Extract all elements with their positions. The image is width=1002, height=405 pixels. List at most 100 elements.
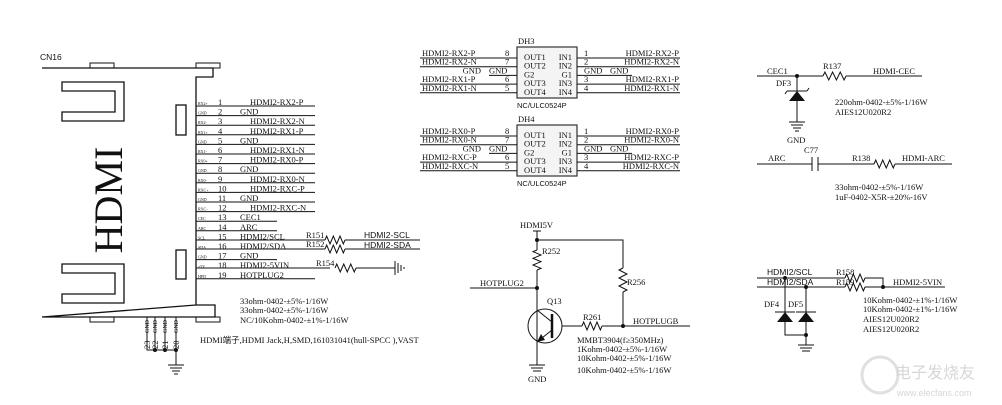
connector-u-shape: [61, 81, 125, 122]
tvs-diode-df5-icon: [798, 312, 814, 322]
pin-net: HDMI2-5VIN: [240, 260, 289, 270]
pin-net: HDMI2/SDA: [240, 241, 287, 251]
resistor-r138: [873, 158, 896, 170]
ddc-wires: [345, 239, 420, 250]
net-label: HDMI2/SDA: [767, 277, 814, 287]
shell-pin-number: 20: [171, 341, 181, 350]
ic-pin-number: 3: [584, 74, 588, 84]
junction: [535, 238, 539, 242]
ic-part: NC/ULC0524P: [517, 101, 567, 110]
pin-net: HOTPLUG2: [240, 270, 284, 280]
connector-u-shape: [61, 263, 125, 304]
ground-icon: [168, 364, 184, 375]
ic-pin-number: 6: [505, 152, 509, 162]
net-label: HDMI2-RX1-N: [422, 83, 477, 93]
watermark: 电子发烧友 www.elecfans.com: [860, 355, 975, 398]
net-label: HDMI2-SDA: [364, 240, 411, 250]
pin-number: 18: [218, 260, 227, 270]
resistor-r252: [531, 249, 543, 271]
net-label: HDMI2-RX2-P: [422, 48, 476, 58]
ic-pin-number: 1: [584, 126, 588, 136]
net-label: CEC1: [767, 66, 788, 76]
ic-pin-number: GND: [489, 143, 507, 153]
ic-pin-number: 2: [584, 135, 588, 145]
ic-pin-name: G1: [562, 147, 572, 157]
net-label: HDMI2-RXC-N: [623, 161, 679, 171]
ic-pin-name: IN2: [559, 139, 572, 149]
ic-body: [516, 124, 578, 177]
ic-pin-name: IN4: [559, 87, 573, 97]
pin-short-label: RX1+: [198, 130, 209, 135]
note: 1uF-0402-X5R-±20%-16V: [835, 192, 928, 202]
pin-number: 6: [218, 145, 222, 155]
note: AIES12U020R2: [863, 324, 919, 334]
resistor-label: R256: [627, 277, 645, 287]
junction: [881, 285, 885, 289]
ic-pin-number: GND: [584, 65, 602, 75]
ddc-wires: [757, 277, 945, 345]
ic-pin-name: IN2: [559, 61, 572, 71]
ic-pin-name: IN3: [559, 156, 572, 166]
pin-short-label: HPD: [198, 274, 206, 279]
diode-label: DF4: [764, 299, 780, 309]
ic-pin-name: IN1: [559, 52, 572, 62]
ic-pin-number: 4: [584, 83, 589, 93]
ic-pin-name: G1: [562, 69, 572, 79]
pin-net: HDMI2-RXC-P: [250, 183, 305, 193]
shell-pin-label: GND: [153, 319, 159, 333]
pin-short-label: SCL: [198, 235, 206, 240]
capacitor-label: C77: [804, 145, 818, 155]
net-label: GND: [463, 143, 481, 153]
net-label: HDMI2-RXC-P: [422, 152, 477, 162]
ic-pin-number: 7: [505, 57, 509, 67]
resistor-r256: [617, 267, 629, 293]
junction: [535, 286, 539, 290]
pin-net: CEC1: [240, 212, 261, 222]
resistor-r158: [844, 272, 866, 284]
pin-number: 17: [218, 251, 227, 261]
resistor-label: R152: [306, 239, 324, 249]
tvs-diode-df4-icon: [777, 312, 793, 322]
net-label: ARC: [768, 153, 786, 163]
pin-net: HDMI2-RX0-N: [250, 174, 305, 184]
pin-short-label: RXC-: [198, 207, 208, 212]
pin-number: 11: [218, 193, 226, 203]
pin-short-label: GND: [198, 168, 207, 173]
pin-net: HDMI2-RX0-P: [250, 155, 304, 165]
ic-pin-name: G2: [524, 147, 534, 157]
ic-pin-name: OUT4: [524, 165, 546, 175]
pin-short-label: GND: [198, 255, 207, 260]
net-label: HDMI2-RX0-N: [624, 135, 679, 145]
junction: [153, 348, 157, 352]
ic-pin-number: 8: [505, 48, 509, 58]
connector-description: HDMI端子,HDMI Jack,H,SMD,161031041(hull-SP…: [200, 335, 420, 345]
shell-pin-label: GND: [145, 319, 151, 333]
junction: [804, 333, 808, 337]
resistor-label: R151: [306, 230, 324, 240]
ground-label: GND: [787, 135, 805, 145]
ground-icon: [789, 121, 805, 132]
hotplug-circuit: HDMI5V R252 R256 R261 HOTPLUG2 HOTPLUGB …: [470, 220, 690, 384]
pin-number: 16: [218, 241, 227, 251]
net-label: GND: [463, 65, 481, 75]
ic-pin-name: IN3: [559, 78, 572, 88]
shell-pin-number: 22: [150, 341, 160, 350]
note: 220ohm-0402-±5%-1/16W: [835, 97, 927, 107]
pin-wires: [196, 239, 330, 269]
ic-pin-number: 5: [505, 83, 509, 93]
ground-icon: [798, 344, 814, 352]
pin-number: 14: [218, 222, 227, 232]
resistor-r152: [324, 243, 346, 255]
note: 10Kohm-0402-±1%-1/16W: [863, 304, 957, 314]
pin-number: 10: [218, 183, 227, 193]
junction: [621, 324, 625, 328]
pin-number: 3: [218, 116, 222, 126]
resistor-r261: [581, 320, 603, 332]
resistor-label: R138: [852, 153, 870, 163]
pin-net: GND: [240, 193, 258, 203]
junction: [174, 348, 178, 352]
diode-label: DF3: [776, 78, 791, 88]
